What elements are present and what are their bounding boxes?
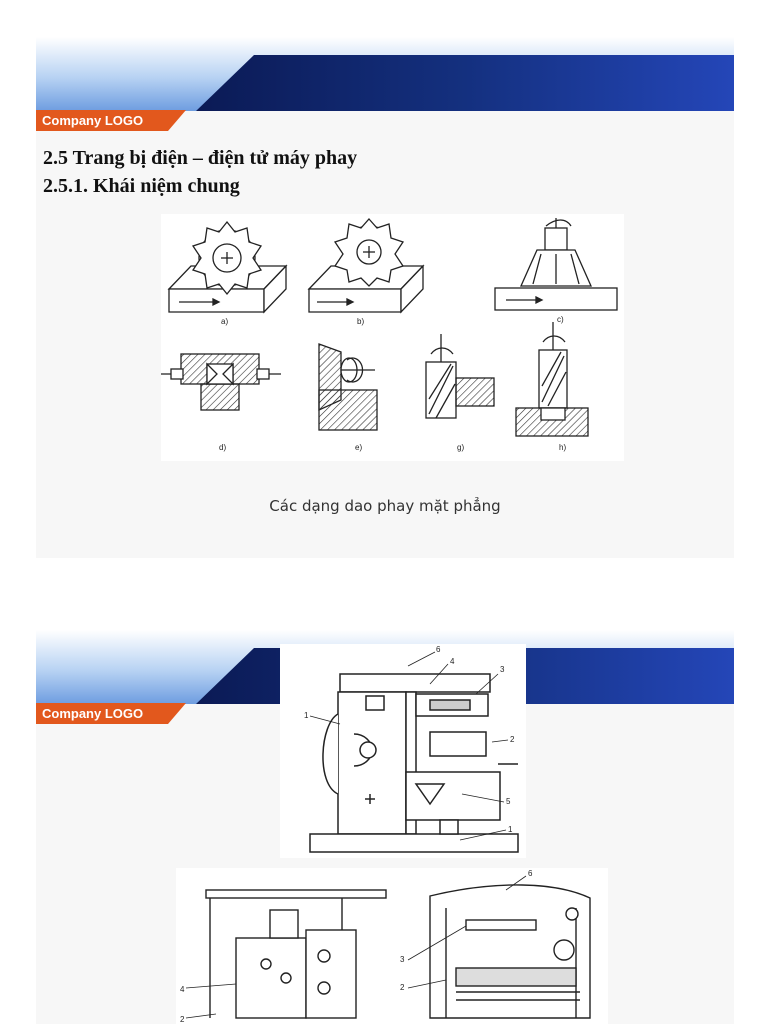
cutter-b-drawing (307, 218, 425, 314)
machine-part-3: 3 (500, 665, 505, 674)
machine-part-1b: 1 (508, 825, 513, 834)
detail-right-3: 3 (400, 955, 405, 964)
cutter-g-drawing (425, 334, 495, 419)
detail-left-2: 2 (180, 1015, 185, 1024)
label-c: c) (557, 315, 564, 324)
label-a: a) (221, 317, 228, 326)
milling-machine-figure: 6 4 3 1 2 5 1 (280, 644, 526, 858)
company-logo-2: Company LOGO (36, 703, 186, 724)
section-title: 2.5 Trang bị điện – điện tử máy phay (43, 147, 358, 169)
milling-machine-drawing: 6 4 3 1 2 5 1 (304, 645, 519, 853)
company-logo: Company LOGO (36, 110, 186, 131)
detail-right-6: 6 (528, 869, 533, 878)
machine-part-5: 5 (506, 797, 511, 806)
label-h: h) (559, 443, 566, 452)
label-g: g) (457, 443, 464, 452)
figure-caption: Các dạng dao phay mặt phẳng (269, 497, 501, 515)
machine-detail-drawing: 4 2 6 3 2 (180, 869, 591, 1024)
machine-detail-figure: 4 2 6 3 2 (176, 868, 608, 1024)
cutter-h-drawing (515, 322, 589, 437)
header-banner (36, 37, 734, 111)
cutter-d-drawing (161, 353, 281, 411)
slide-2: Company LOGO (36, 630, 734, 1024)
slide-1: Company LOGO 2.5 Trang bị điện – điện tử… (36, 37, 734, 558)
machine-part-4: 4 (450, 657, 455, 666)
machine-part-2: 2 (510, 735, 515, 744)
label-e: e) (355, 443, 362, 452)
cutter-c-drawing (494, 218, 618, 311)
machine-part-6: 6 (436, 645, 441, 654)
label-b: b) (357, 317, 364, 326)
subsection-title: 2.5.1. Khái niệm chung (43, 175, 240, 197)
label-d: d) (219, 443, 226, 452)
detail-left-4: 4 (180, 985, 185, 994)
milling-cutters-drawing: a) b) c) d) e) g) h) (161, 218, 618, 452)
milling-cutters-figure: a) b) c) d) e) g) h) (161, 214, 624, 461)
machine-part-1: 1 (304, 711, 309, 720)
cutter-a-drawing (167, 220, 288, 314)
cutter-e-drawing (318, 343, 378, 431)
detail-right-2: 2 (400, 983, 405, 992)
